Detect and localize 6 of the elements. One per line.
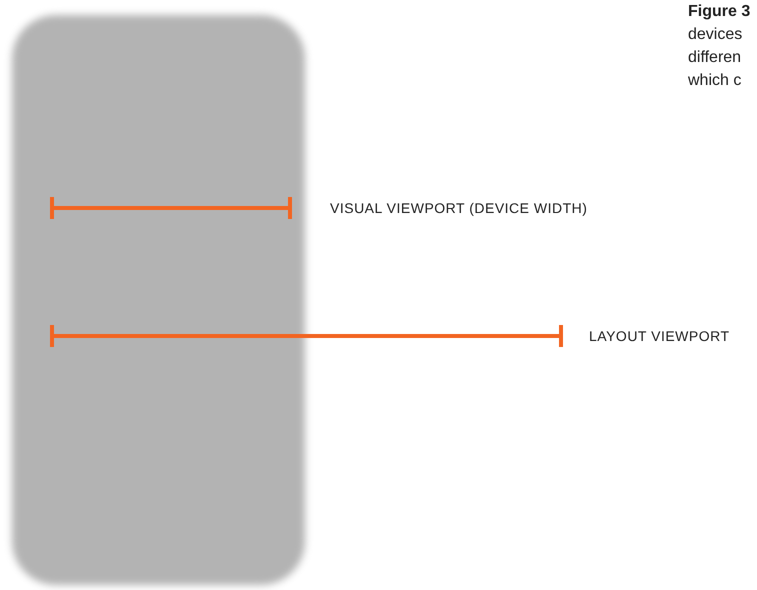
caption-text: Figure 3 (688, 2, 750, 22)
caption-text: which c (688, 71, 742, 91)
dimension-label: VISUAL VIEWPORT (DEVICE WIDTH) (330, 199, 588, 218)
caption-text: differen (688, 48, 742, 68)
dimension-label: LAYOUT VIEWPORT (589, 327, 730, 346)
caption-text: devices (688, 25, 742, 45)
